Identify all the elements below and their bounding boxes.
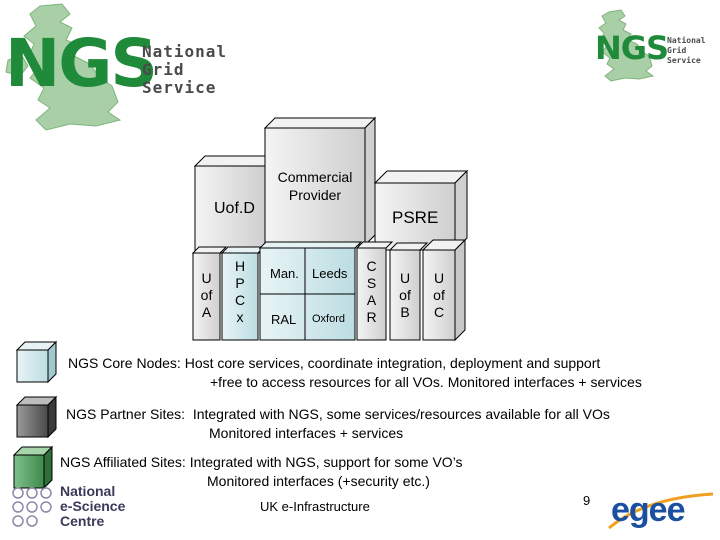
legend-partner-line1: NGS Partner Sites: Integrated with NGS, …: [66, 406, 610, 422]
label-csar: C S A R: [366, 258, 377, 325]
circles-logo-icon: [12, 487, 52, 527]
uk-map-icon: [5, 3, 122, 131]
label-uofb: U of B: [399, 270, 411, 320]
block-csar: [355, 241, 394, 341]
block-uofc: [421, 238, 467, 342]
logo-line-grid: Grid: [667, 46, 687, 55]
footer-center-text: UK e-Infrastructure: [260, 499, 370, 514]
legend-affiliated-line2: Monitored interfaces (+security etc.): [207, 473, 430, 489]
label-uofd: Uof.D: [214, 200, 255, 217]
nesc-line-national: National: [60, 483, 116, 499]
logo-line-service: Service: [142, 78, 217, 97]
ngs-letters: NGS: [595, 29, 669, 67]
label-leeds: Leeds: [312, 266, 348, 281]
logo-line-service: Service: [667, 56, 701, 65]
block-psre: [373, 169, 469, 252]
legend-cube-affiliated: [12, 445, 54, 490]
egee-logo: egee: [605, 488, 717, 534]
nesc-logo: National e-Science Centre: [10, 484, 140, 534]
label-oxford: Oxford: [312, 313, 346, 325]
nesc-line-escience: e-Science: [60, 498, 126, 514]
uk-map-icon: [598, 9, 655, 82]
logo-line-grid: Grid: [142, 60, 185, 79]
label-ral: RAL: [271, 312, 297, 327]
block-uofa: [191, 246, 228, 341]
block-core-cluster: [258, 241, 363, 341]
legend-partner-line2: Monitored interfaces + services: [209, 425, 404, 441]
legend-core-line1: NGS Core Nodes: Host core services, coor…: [68, 355, 601, 371]
block-commercial-provider: [263, 116, 377, 247]
logo-line-national: National: [142, 42, 228, 61]
egee-swoosh-icon: [608, 492, 714, 530]
block-hpcx: [220, 246, 266, 341]
legend-core-line2: +free to access resources for all VOs. M…: [210, 374, 642, 390]
ngs-letters: NGS: [5, 25, 158, 102]
ngs-logo-main: NGS National Grid Service: [0, 0, 230, 135]
ngs-logo-small: NGS National Grid Service: [585, 8, 715, 83]
legend-cube-core: [15, 340, 58, 384]
label-hpcx: H P C x: [234, 258, 246, 325]
label-uofc: U of C: [433, 270, 445, 320]
label-uofa: U of A: [200, 270, 213, 320]
block-uofb: [388, 242, 429, 341]
label-commercial-provider: Commercial Provider: [277, 169, 353, 203]
label-man: Man.: [270, 266, 299, 281]
legend-affiliated-line1: NGS Affiliated Sites: Integrated with NG…: [60, 454, 463, 470]
page-number: 9: [583, 493, 591, 508]
logo-line-national: National: [667, 36, 706, 45]
legend-cube-partner: [15, 395, 58, 439]
label-psre: PSRE: [392, 208, 439, 227]
egee-text: egee: [611, 491, 685, 529]
nesc-line-centre: Centre: [60, 513, 105, 529]
